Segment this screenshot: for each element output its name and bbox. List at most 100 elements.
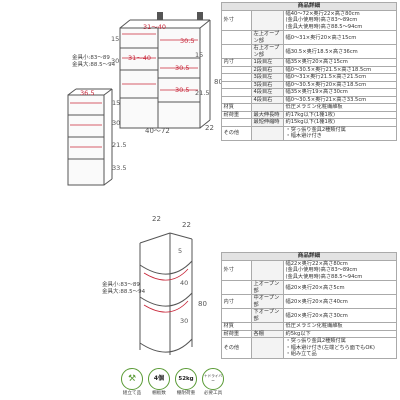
dim-height-1: 80 [214,78,223,86]
row-label: 材質 [221,322,252,331]
row-value: 約5kg以下 [283,330,397,339]
row-value: 幅0～30.5×奥行21.5×高さ18.5cm [283,66,397,75]
badge-label: 組立て品 [122,391,142,396]
dim3-w1: 22 [152,215,161,223]
note-line: 金具小:83～89 [102,282,140,288]
row-sublabel: 最大伸長時 [251,111,284,120]
table-row: 外寸幅40～72×奥行22×高さ80cm (金具小使用時)高さ83～89cm (… [221,9,397,32]
spec-table-2: 商品詳細外寸 幅22×奥行22×高さ80cm (金具小使用時)高さ83～89cm … [221,252,397,359]
table-row: 材質低圧メラミン化粧繊維板 [221,103,397,112]
table-row: その他 ・突っ張り金具2種類付属 ・幅木避け付き [221,125,397,141]
table-row: 右上オープン部幅30.5×奥行18.5×高さ36cm [221,44,397,60]
table-row: 上オープン部幅20×奥行20×高さ5cm [221,280,397,296]
row-label: 材質 [221,103,252,112]
badge-shelves: 4個 棚板数 [147,368,171,396]
row-label: 耐荷重 [221,330,252,339]
dim-bottom-width: 40～72 [145,127,170,135]
row-sublabel: 2段目右 [251,66,284,75]
row-label: 耐荷重 [221,111,252,120]
row-value: 幅35×奥行19×高さ30cm [283,88,397,97]
row-value: ・突っ張り金具2種類付属 ・幅木避け付き [283,125,397,141]
dim2-d: 33.5 [112,164,127,172]
table-row: 2段目右幅0～30.5×奥行21.5×高さ18.5cm [221,66,397,75]
dim2-top: 36.5 [80,89,95,97]
row-label: 外寸 [221,259,252,282]
badge-label: 棚板数 [152,391,166,396]
row-label [221,44,252,60]
badge-label: 必要工具 [203,391,223,396]
dim-side-2: 30 [111,57,120,65]
row-sublabel: 中オープン部 [251,294,284,310]
row-label: その他 [221,125,252,141]
table-title: 商品詳細 [221,252,397,261]
row-value: 幅35×奥行20×高さ15cm [283,58,397,67]
dim-side-3: 21.5 [195,89,210,97]
row-label: 内寸 [221,58,252,67]
spec-table-1: 商品詳細外寸幅40～72×奥行22×高さ80cm (金具小使用時)高さ83～89… [221,2,397,141]
row-sublabel [251,103,284,112]
row-sublabel [251,9,284,32]
row-value: 幅0～31×奥行20×高さ15cm [283,30,397,46]
dim-mid-right: 30.5 [175,64,190,72]
badge-value: ＋ドライバー [204,374,222,383]
badge-tools: ＋ドライバー 必要工具 [201,368,225,396]
row-value: 幅22×奥行22×高さ80cm (金具小使用時)高さ83～89cm (金具大使用… [283,259,397,282]
row-value: 幅0～30.5×奥行20×高さ18.5cm [283,81,397,90]
dim-top-width: 31～40 [143,23,167,31]
shelf-drawing-2 [67,88,113,186]
row-sublabel [251,125,284,141]
row-sublabel: 3段目右 [251,81,284,90]
table-row: 下オープン部幅20×奥行20×高さ30cm [221,308,397,324]
row-value: 幅0～31×奥行21.5×高さ21.5cm [283,73,397,82]
dim3-a: 5 [178,247,183,255]
dim2-a: 15 [112,99,121,107]
row-label: その他 [221,337,252,359]
row-label [221,96,252,105]
row-sublabel: 1段目左 [251,58,284,67]
row-value: 幅30.5×奥行18.5×高さ36cm [283,44,397,60]
row-label [221,308,252,324]
badge-assembly: ⚒ 組立て品 [120,368,144,396]
table-row: 最短伸縮時約15kg以下(1棚1枚) [221,118,397,127]
row-sublabel: 最短伸縮時 [251,118,284,127]
row-sublabel [251,322,284,331]
dim3-b: 40 [180,279,189,287]
row-sublabel [251,259,284,282]
row-value: 約15kg以下(1棚1枚) [283,118,397,127]
row-sublabel: 各棚 [251,330,284,339]
row-label [221,118,252,127]
dim2-c: 21.5 [112,141,127,149]
row-label [221,30,252,46]
row-label: 外寸 [221,9,252,32]
row-label [221,88,252,97]
row-sublabel: 下オープン部 [251,308,284,324]
row-value: 幅20×奥行20×高さ5cm [283,280,397,296]
table-row: 材質低圧メラミン化粧繊維板 [221,322,397,331]
note-line: 金具大:88.5～94 [102,289,146,296]
bracket-note-2: 金具小:83～89 金具大:88.5～94 [102,282,145,297]
row-label: 内寸 [221,294,252,310]
row-value: 幅0～30.5×奥行21×高さ33.5cm [283,96,397,105]
dim-side-1: 15 [111,35,120,43]
table-title: 商品詳細 [221,2,397,11]
bracket-note-1: 金具小:83～89 金具大:88.5～94 [72,55,115,70]
load-icon: 52kg [175,368,197,390]
assembly-icon: ⚒ [121,368,143,390]
badge-value: 4個 [153,375,165,382]
row-value: 約17kg以下(1棚1枚) [283,111,397,120]
row-label [221,66,252,75]
table-row: 外寸 幅22×奥行22×高さ80cm (金具小使用時)高さ83～89cm (金具大… [221,259,397,282]
dim3-c: 30 [180,317,189,325]
table-row: 耐荷重各棚約5kg以下 [221,330,397,339]
table-row: 内寸中オープン部幅20×奥行20×高さ40cm [221,294,397,310]
row-label [221,280,252,296]
badge-value: 52kg [178,376,194,382]
table-row: その他 ・突っ張り金具2種類付属 ・幅木避け付き(左端どちら面でもOK) ・組み立… [221,337,397,359]
note-line: 金具大:88.5～94 [72,62,116,69]
row-sublabel: 3段目左 [251,73,284,82]
row-sublabel: 4段目右 [251,96,284,105]
row-sublabel: 4段目左 [251,88,284,97]
row-value: ・突っ張り金具2種類付属 ・幅木避け付き(左端どちら面でもOK) ・組み立て品 [283,337,397,359]
